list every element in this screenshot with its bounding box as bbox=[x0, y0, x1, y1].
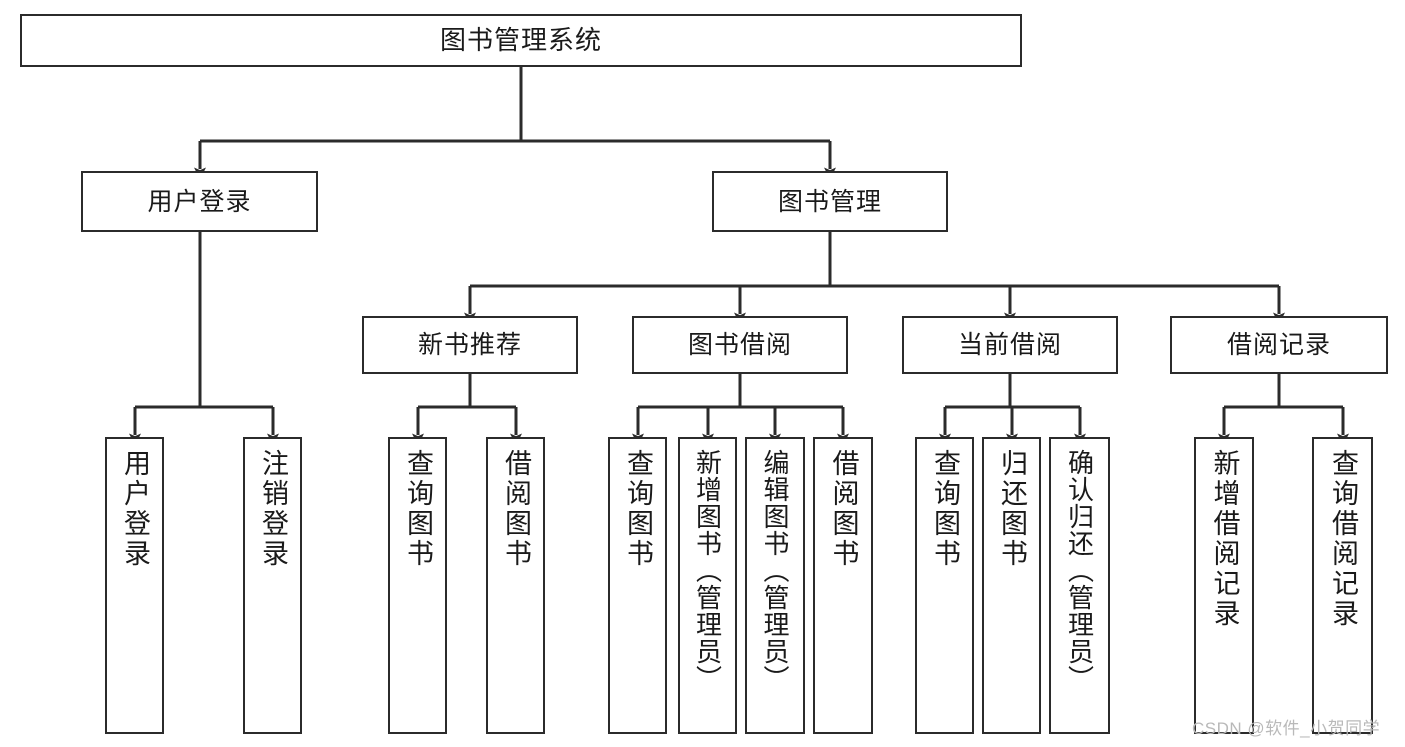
node-root[interactable]: 图书管理系统 bbox=[20, 14, 1022, 67]
node-leaf-query-book-1[interactable]: 查询图书 bbox=[388, 437, 447, 734]
node-user-login[interactable]: 用户登录 bbox=[81, 171, 318, 232]
node-leaf-return-book[interactable]: 归还图书 bbox=[982, 437, 1041, 734]
node-current-borrow[interactable]: 当前借阅 bbox=[902, 316, 1118, 374]
node-label: 用户登录 bbox=[147, 187, 252, 216]
node-leaf-query-book-2[interactable]: 查询图书 bbox=[608, 437, 667, 734]
node-label: 查询图书 bbox=[623, 449, 653, 569]
node-leaf-add-record[interactable]: 新增借阅记录 bbox=[1194, 437, 1254, 734]
node-label: 借阅记录 bbox=[1226, 331, 1331, 359]
node-label: 借阅图书 bbox=[501, 449, 531, 569]
node-label: 新增借阅记录 bbox=[1209, 449, 1240, 629]
node-leaf-add-book[interactable]: 新增图书（管理员） bbox=[678, 437, 737, 734]
node-label: 编辑图书（管理员） bbox=[760, 449, 790, 692]
node-leaf-borrow-book-2[interactable]: 借阅图书 bbox=[813, 437, 873, 734]
node-label: 借阅图书 bbox=[828, 449, 859, 569]
node-leaf-query-record[interactable]: 查询借阅记录 bbox=[1312, 437, 1373, 734]
node-label: 新增图书（管理员） bbox=[692, 449, 723, 692]
node-label: 查询借阅记录 bbox=[1328, 449, 1358, 629]
node-borrow-record[interactable]: 借阅记录 bbox=[1170, 316, 1388, 374]
node-label: 图书借阅 bbox=[687, 331, 792, 359]
node-new-book-rec[interactable]: 新书推荐 bbox=[362, 316, 578, 374]
node-label: 归还图书 bbox=[997, 449, 1027, 569]
watermark-text: CSDN @软件_小贺同学 bbox=[1192, 719, 1381, 738]
node-book-manage[interactable]: 图书管理 bbox=[712, 171, 948, 232]
node-leaf-query-book-3[interactable]: 查询图书 bbox=[915, 437, 974, 734]
node-label: 注销登录 bbox=[258, 449, 288, 569]
node-label: 确认归还（管理员） bbox=[1064, 449, 1095, 692]
node-leaf-confirm-return[interactable]: 确认归还（管理员） bbox=[1049, 437, 1110, 734]
node-label: 图书管理系统 bbox=[439, 24, 602, 55]
node-label: 图书管理 bbox=[777, 187, 882, 216]
node-book-borrow[interactable]: 图书借阅 bbox=[632, 316, 848, 374]
node-leaf-borrow-book-1[interactable]: 借阅图书 bbox=[486, 437, 545, 734]
node-label: 用户登录 bbox=[120, 449, 150, 569]
node-label: 查询图书 bbox=[403, 449, 433, 569]
node-leaf-edit-book[interactable]: 编辑图书（管理员） bbox=[745, 437, 805, 734]
node-leaf-user-logout[interactable]: 注销登录 bbox=[243, 437, 302, 734]
node-label: 查询图书 bbox=[930, 449, 960, 569]
node-label: 新书推荐 bbox=[417, 331, 522, 359]
node-leaf-user-login[interactable]: 用户登录 bbox=[105, 437, 164, 734]
node-label: 当前借阅 bbox=[957, 331, 1062, 359]
